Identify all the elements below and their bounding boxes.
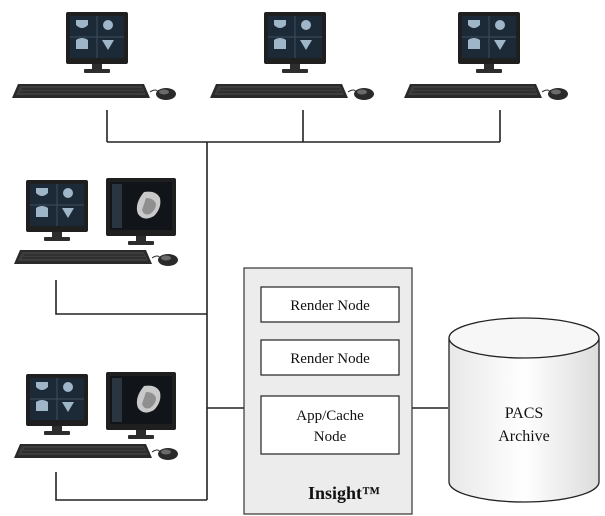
pacs-label-line-1: PACS	[505, 405, 544, 422]
keyboard-mouse-icon	[11, 83, 177, 101]
workstation-4-link	[55, 280, 207, 315]
workstation-2	[209, 11, 375, 101]
render-node-2-label: Render Node	[290, 351, 370, 367]
insight-brand-label: Insight™	[308, 483, 380, 503]
app-cache-node-box	[260, 395, 400, 455]
keyboard-mouse-icon	[13, 443, 179, 461]
keyboard-mouse-icon	[209, 83, 375, 101]
app-cache-node-label-line-2: Node	[314, 429, 347, 445]
render-monitor-icon	[106, 372, 176, 439]
pacs-archive: PACS Archive	[448, 317, 600, 503]
render-node-2-box	[260, 339, 400, 376]
keyboard-mouse-icon	[13, 249, 179, 267]
render-node-1-box	[260, 286, 400, 323]
connection-lines	[55, 110, 501, 501]
monitor-icon	[25, 373, 89, 436]
workstation-5	[13, 372, 179, 461]
monitor-icon	[263, 11, 327, 74]
workstation-4	[13, 178, 179, 267]
render-node-1-label: Render Node	[290, 298, 370, 314]
insight-server: Render Node Render Node App/Cache Node I…	[243, 267, 413, 515]
app-cache-node-label-line-1: App/Cache	[296, 408, 364, 424]
workstation-5-link	[55, 472, 207, 501]
monitor-icon	[65, 11, 129, 74]
monitor-icon	[457, 11, 521, 74]
monitor-icon	[25, 179, 89, 242]
workstation-1	[11, 11, 177, 101]
database-cylinder-icon	[448, 338, 600, 503]
keyboard-mouse-icon	[403, 83, 569, 101]
workstation-3	[403, 11, 569, 101]
render-monitor-icon	[106, 178, 176, 245]
database-cylinder-top	[448, 317, 600, 359]
pacs-label-line-2: Archive	[498, 428, 550, 445]
